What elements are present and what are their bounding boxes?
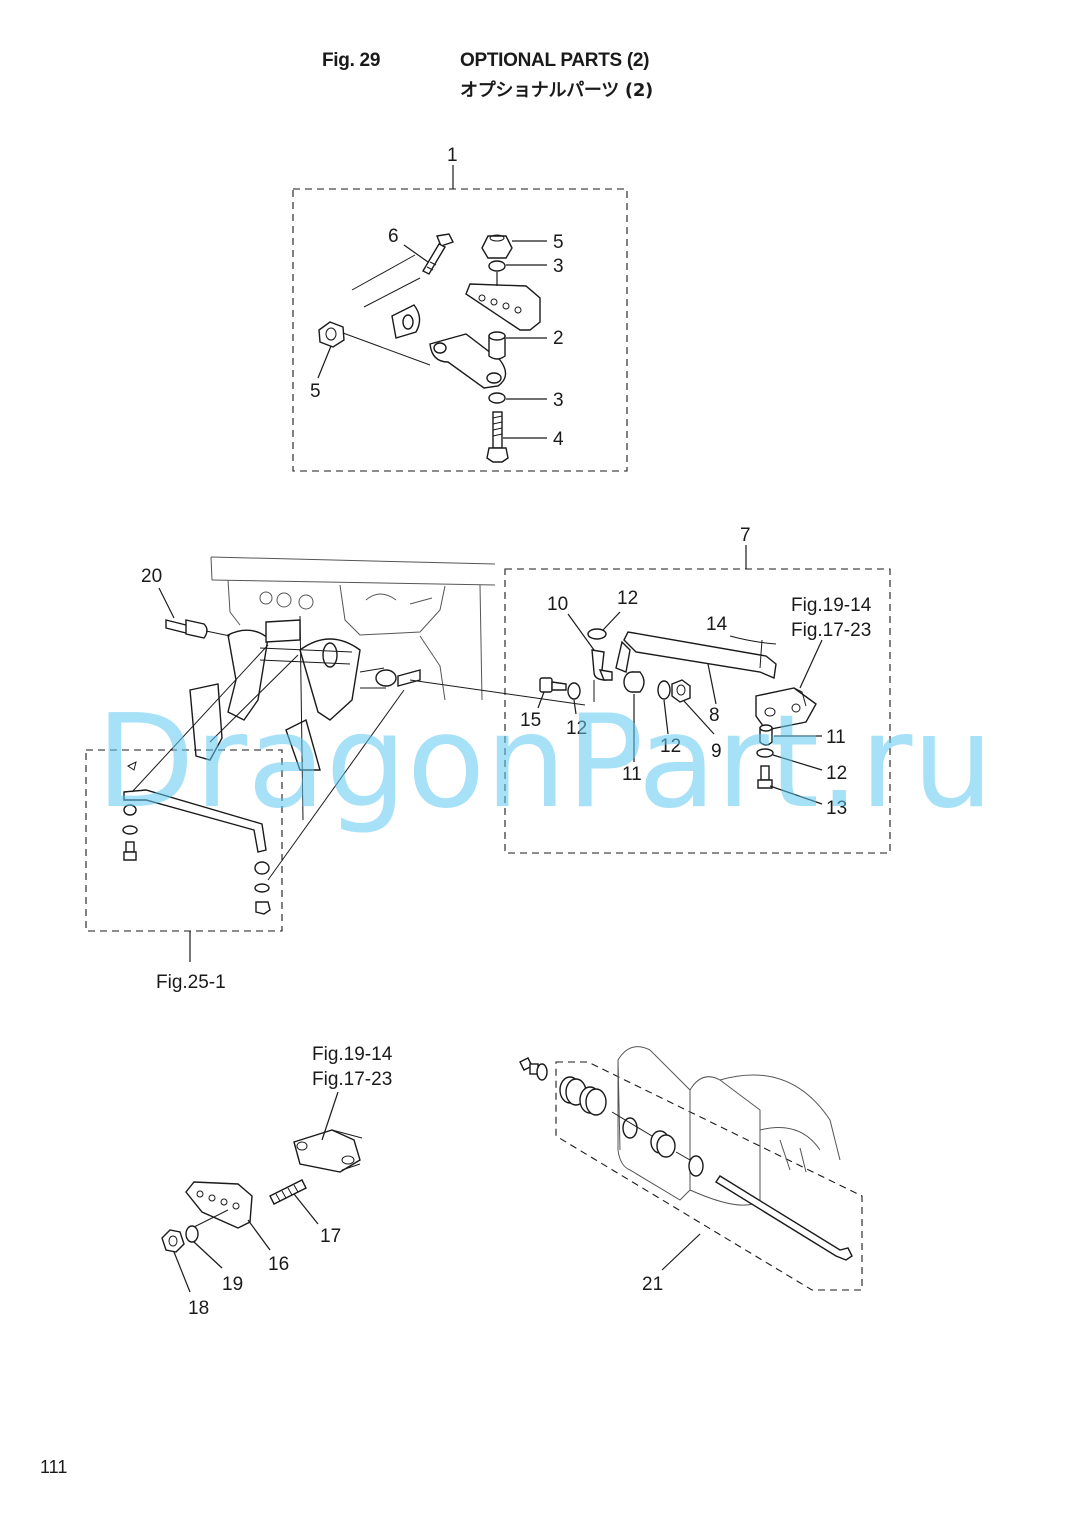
callout-21: 21	[642, 1274, 663, 1295]
part-4-bolt	[486, 411, 509, 463]
part-11-roller-a	[623, 671, 645, 693]
part-21-bushing-b	[579, 1086, 607, 1116]
group-7-box	[504, 568, 891, 854]
part-arm-linkage	[351, 254, 507, 389]
part-5-nut-top	[481, 234, 513, 259]
part-8-rod	[615, 631, 777, 680]
callout-11-b: 11	[826, 727, 846, 748]
callout-12-c: 12	[660, 736, 681, 757]
callout-11-a: 11	[622, 764, 642, 785]
callout-5-left: 5	[310, 381, 321, 402]
part-9-nut	[671, 679, 691, 703]
callout-18: 18	[188, 1298, 209, 1319]
callout-19: 19	[222, 1274, 243, 1295]
part-plate-upper	[465, 283, 541, 331]
reference-upper-a: Fig.19-14	[791, 595, 872, 616]
part-18-nut	[161, 1229, 185, 1253]
callout-12-b: 12	[566, 718, 587, 739]
callout-17: 17	[320, 1226, 341, 1247]
callout-6: 6	[388, 226, 399, 247]
part-10-bracket	[591, 649, 613, 681]
reference-upper-b: Fig.17-23	[791, 620, 871, 641]
callout-8: 8	[709, 705, 720, 726]
figure-title: OPTIONAL PARTS (2)	[460, 50, 650, 71]
lower-left-assembly: Fig.19-14 Fig.17-23 17 16 18 19	[161, 1044, 393, 1319]
group-7-assembly: 7 8 14 10 12 15 12	[504, 525, 891, 854]
part-17-stud	[269, 1179, 307, 1205]
part-6-bolt	[422, 233, 454, 275]
callout-5-top: 5	[553, 232, 564, 253]
part-15-screw	[539, 677, 567, 693]
part-ref-bracket-upper	[755, 687, 817, 731]
part-5-nut-left	[318, 321, 345, 348]
part-2-collar	[488, 331, 506, 360]
callout-3-bottom: 3	[553, 390, 564, 411]
part-3-washer-bottom	[488, 392, 506, 404]
part-12-washer-d	[756, 748, 774, 758]
fig-25-1-assembly: Fig.25-1	[85, 644, 405, 993]
reference-lower-a: Fig.19-14	[312, 1044, 393, 1065]
part-fig25-rod	[123, 789, 267, 853]
part-21-screw-head	[519, 1057, 548, 1081]
callout-4: 4	[553, 429, 564, 450]
callout-12-a: 12	[617, 588, 638, 609]
callout-2: 2	[553, 328, 564, 349]
fig-25-1-box	[85, 749, 283, 932]
part-12-washer-a	[587, 628, 607, 640]
part-13-screw	[757, 765, 773, 789]
part-ref-bracket-lower	[293, 1129, 363, 1173]
part-20-spacer	[165, 619, 208, 639]
watermark: DragonPart.ru	[96, 688, 993, 837]
callout-15: 15	[520, 710, 541, 731]
callout-20: 20	[141, 566, 162, 587]
part-21-long-screw	[715, 1175, 853, 1261]
part-3-washer-top	[488, 260, 506, 272]
callout-14: 14	[706, 614, 728, 635]
callout-9: 9	[711, 741, 722, 762]
callout-3-top: 3	[553, 256, 564, 277]
callout-12-d: 12	[826, 763, 847, 784]
group-1-label: 1	[447, 145, 458, 166]
group-1-box	[292, 188, 628, 472]
part-14-spring	[729, 635, 777, 645]
reference-lower-b: Fig.17-23	[312, 1069, 392, 1090]
part-12-washer-c	[657, 680, 671, 700]
fig-25-1-label: Fig.25-1	[156, 972, 226, 993]
callout-13: 13	[826, 798, 847, 819]
part-11-roller-b	[759, 724, 773, 746]
callout-10: 10	[547, 594, 568, 615]
callout-16: 16	[268, 1254, 289, 1275]
figure-title-japanese: オプショナルパーツ (2)	[460, 80, 653, 101]
figure-number: Fig. 29	[322, 50, 381, 71]
part-19-washer	[185, 1225, 199, 1243]
page-number: 111	[40, 1457, 68, 1477]
lower-right-assembly: 21	[519, 1046, 863, 1295]
group-1-assembly: 1 6 5	[292, 145, 628, 472]
machine-body	[189, 556, 586, 821]
part-12-washer-b	[567, 682, 581, 700]
group-7-label: 7	[740, 525, 751, 546]
part-16-plate	[185, 1181, 253, 1229]
